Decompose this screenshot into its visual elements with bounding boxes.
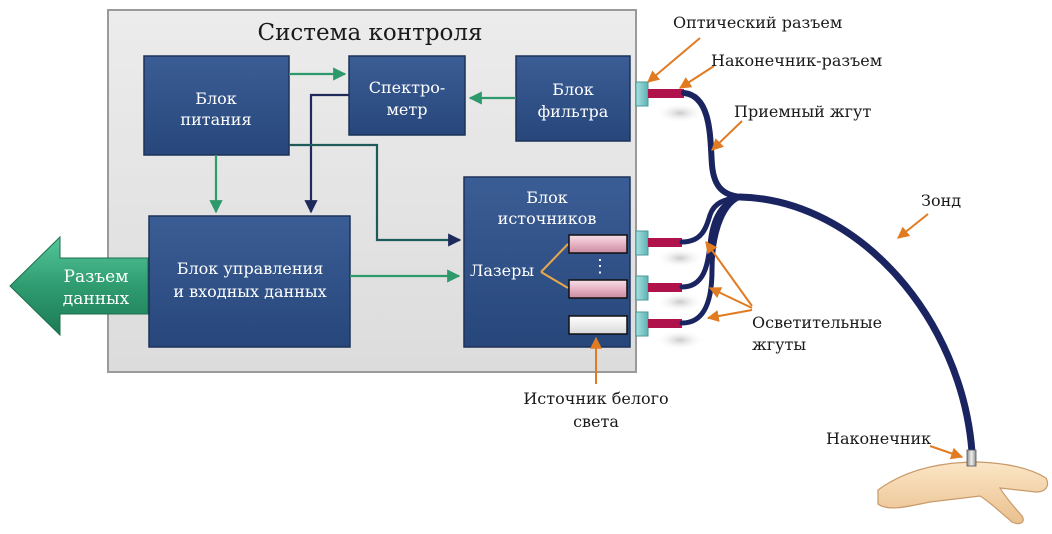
callout-tip-connector (678, 65, 715, 89)
sources-block-label-line1: Блок (526, 188, 568, 207)
label-tip-connector: Наконечник-разъем (711, 51, 882, 70)
lasers-label: Лазеры (470, 261, 534, 280)
label-receiving-bundle: Приемный жгут (734, 102, 871, 121)
receiving-bundle-cable (681, 90, 743, 200)
connector-shadow-1 (656, 103, 704, 123)
connector-shadow-2 (656, 248, 704, 268)
label-illum-bundles-line1: Осветительные (752, 313, 882, 332)
hand-illustration (877, 461, 1049, 525)
data-port-arrow: Разъем данных (9, 235, 149, 337)
spectrometer-label-line2: метр (386, 100, 427, 119)
callout-optical-connector (647, 37, 701, 83)
label-white-source-line2: света (573, 412, 619, 431)
control-block-label-line2: и входных данных (173, 282, 326, 301)
white-light-source (568, 315, 628, 335)
filter-block: Блок фильтра (515, 55, 631, 142)
laser-source-2 (568, 279, 628, 299)
spectrometer-label-line1: Спектро- (369, 78, 446, 97)
connector-shadow-3 (656, 292, 704, 312)
illum-cable-1 (679, 194, 743, 245)
filter-block-label-line2: фильтра (538, 102, 609, 121)
label-tip: Наконечник (826, 429, 931, 448)
arrow-spectrometer-to-control (304, 93, 349, 214)
fiber-cables (679, 90, 976, 456)
sources-block-label-line2: источников (498, 209, 597, 228)
label-optical-connector: Оптический разъем (673, 13, 842, 32)
optical-port-illum-3 (635, 311, 682, 337)
data-port-label-line1: Разъем (64, 267, 129, 287)
callout-receiving-bundle (711, 120, 743, 151)
optical-port-illum-1 (635, 230, 682, 256)
callout-illum-1 (705, 241, 753, 307)
power-block: Блок питания (143, 55, 290, 156)
laser-dots: ⋮ (591, 256, 609, 277)
power-block-label-line1: Блок (195, 89, 237, 108)
illum-cable-3 (679, 194, 743, 326)
callout-tip (929, 445, 964, 460)
optical-port-receive (635, 81, 684, 107)
callout-arrows (590, 37, 964, 460)
connector-shadow-4 (656, 330, 704, 350)
callout-probe (897, 213, 929, 239)
power-block-label-line2: питания (180, 110, 251, 129)
callout-illum-3 (706, 309, 753, 322)
optical-port-illum-2 (635, 275, 682, 301)
label-probe: Зонд (921, 191, 961, 210)
filter-block-label-line1: Блок (552, 80, 594, 99)
data-port-label-line2: данных (63, 289, 130, 309)
label-illum-bundles-line2: жгуты (752, 335, 806, 354)
callout-illum-2 (708, 287, 753, 309)
control-block-label-line1: Блок управления (177, 259, 324, 278)
sources-block: Блок источников Лазеры ⋮ (463, 176, 631, 348)
lasers-brace (540, 243, 569, 289)
probe-tip (966, 449, 977, 467)
laser-source-1 (568, 234, 628, 254)
probe-cable (736, 193, 976, 456)
arrow-power-to-sources (289, 143, 462, 247)
control-input-block: Блок управления и входных данных (148, 215, 351, 348)
control-system-title: Система контроля (257, 20, 482, 46)
spectrometer-block: Спектро- метр (348, 55, 466, 136)
label-white-source-line1: Источник белого (523, 389, 668, 408)
